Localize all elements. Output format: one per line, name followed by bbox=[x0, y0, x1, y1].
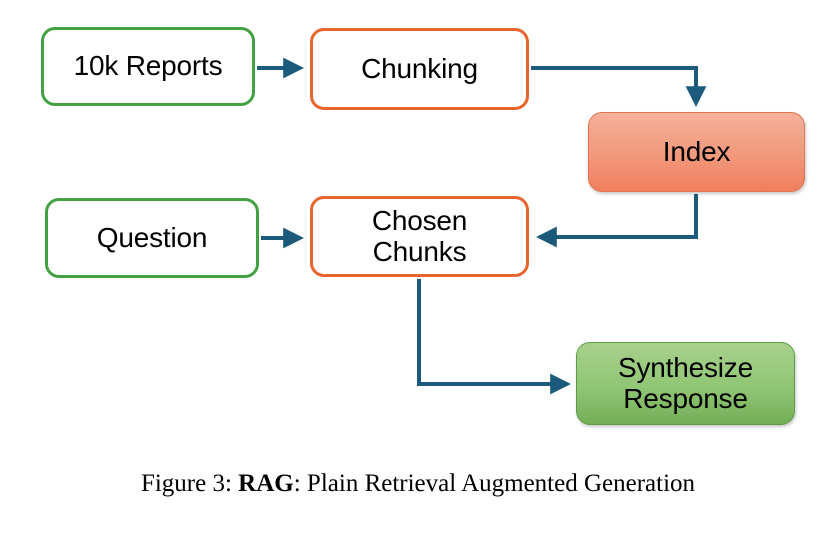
node-10k-reports[interactable]: 10k Reports bbox=[41, 27, 255, 106]
caption-bold-term: RAG bbox=[238, 470, 294, 497]
edge-index-to-chosen-chunks bbox=[535, 194, 698, 248]
node-synthesize-response[interactable]: Synthesize Response bbox=[576, 342, 795, 425]
node-chunking[interactable]: Chunking bbox=[310, 28, 529, 110]
caption-suffix: : Plain Retrieval Augmented Generation bbox=[293, 470, 696, 497]
node-question[interactable]: Question bbox=[45, 198, 259, 278]
caption-prefix: Figure 3: bbox=[140, 470, 239, 497]
edge-chunking-to-index bbox=[531, 66, 707, 108]
edge-chosen-chunks-to-synthesize bbox=[417, 279, 572, 395]
figure-caption: Figure 3: RAG: Plain Retrieval Augmented… bbox=[0, 470, 836, 498]
node-index[interactable]: Index bbox=[588, 112, 805, 192]
node-chosen-chunks[interactable]: Chosen Chunks bbox=[310, 196, 529, 277]
